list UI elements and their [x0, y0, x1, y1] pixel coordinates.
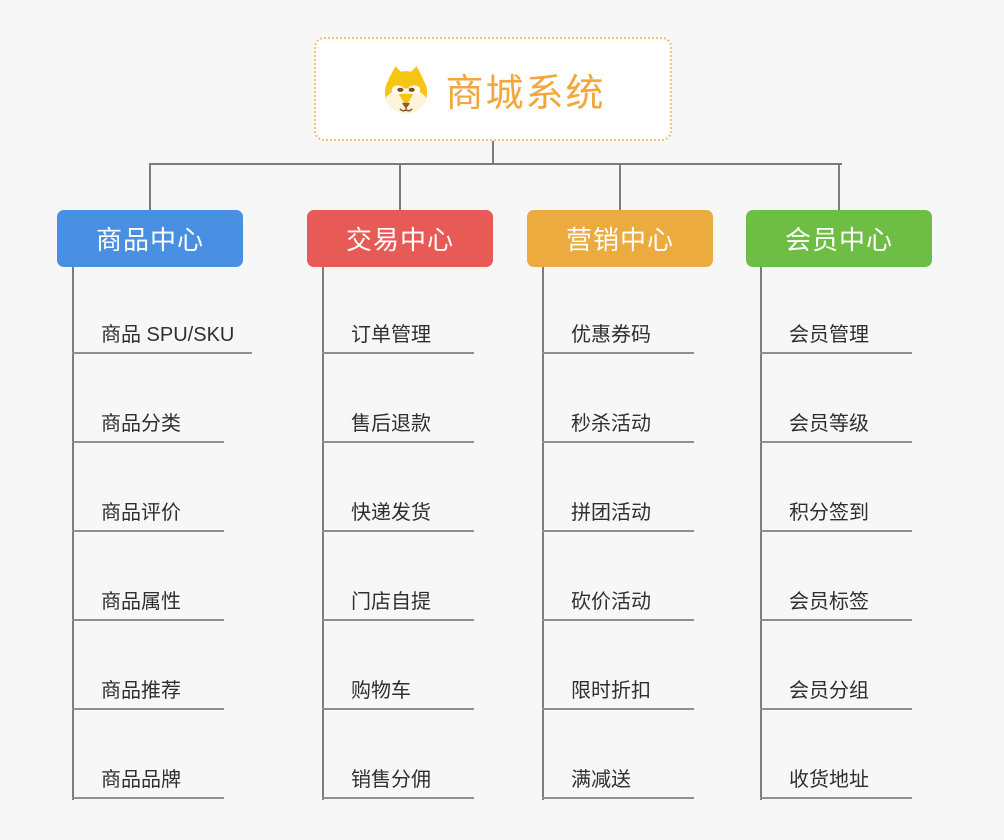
- connector-trunk-product: [72, 267, 74, 800]
- topic-node[interactable]: 积分签到: [760, 496, 912, 532]
- topic-node[interactable]: 限时折扣: [542, 674, 694, 710]
- connector-drop-member: [838, 164, 840, 210]
- root-node[interactable]: 商城系统: [314, 37, 672, 141]
- root-title: 商城系统: [445, 72, 606, 115]
- branch-node-product-center[interactable]: 商品中心: [57, 210, 243, 267]
- topic-node[interactable]: 购物车: [322, 674, 474, 710]
- connector-trunk-member: [760, 267, 762, 800]
- topic-node[interactable]: 商品 SPU/SKU: [72, 318, 253, 354]
- connector-trunk-marketing: [542, 267, 544, 800]
- topic-node[interactable]: 会员标签: [760, 585, 912, 621]
- topic-node[interactable]: 商品评价: [72, 496, 224, 532]
- topic-node[interactable]: 砍价活动: [542, 585, 694, 621]
- connector-bus: [149, 163, 842, 165]
- topic-node[interactable]: 商品品牌: [72, 763, 224, 799]
- topic-node[interactable]: 满减送: [542, 763, 694, 799]
- topic-node[interactable]: 门店自提: [322, 585, 474, 621]
- connector-drop-marketing: [619, 164, 621, 210]
- branch-node-marketing-center[interactable]: 营销中心: [527, 210, 713, 267]
- topic-node[interactable]: 拼团活动: [542, 496, 694, 532]
- connector-drop-trade: [399, 164, 401, 210]
- topic-node[interactable]: 收货地址: [760, 763, 912, 799]
- topic-node[interactable]: 销售分佣: [322, 763, 474, 799]
- branch-node-trade-center[interactable]: 交易中心: [307, 210, 493, 267]
- topic-node[interactable]: 订单管理: [322, 318, 474, 354]
- topic-node[interactable]: 快递发货: [322, 496, 474, 532]
- topic-node[interactable]: 会员等级: [760, 407, 912, 443]
- connector-trunk-trade: [322, 267, 324, 800]
- topic-node[interactable]: 商品属性: [72, 585, 224, 621]
- connector-drop-product: [149, 164, 151, 210]
- topic-node[interactable]: 商品分类: [72, 407, 224, 443]
- topic-node[interactable]: 秒杀活动: [542, 407, 694, 443]
- dog-icon: [380, 63, 432, 115]
- connector-root-stem: [492, 141, 494, 164]
- topic-node[interactable]: 会员分组: [760, 674, 912, 710]
- branch-node-member-center[interactable]: 会员中心: [746, 210, 932, 267]
- topic-node[interactable]: 优惠券码: [542, 318, 694, 354]
- topic-node[interactable]: 售后退款: [322, 407, 474, 443]
- topic-node[interactable]: 商品推荐: [72, 674, 224, 710]
- topic-node[interactable]: 会员管理: [760, 318, 912, 354]
